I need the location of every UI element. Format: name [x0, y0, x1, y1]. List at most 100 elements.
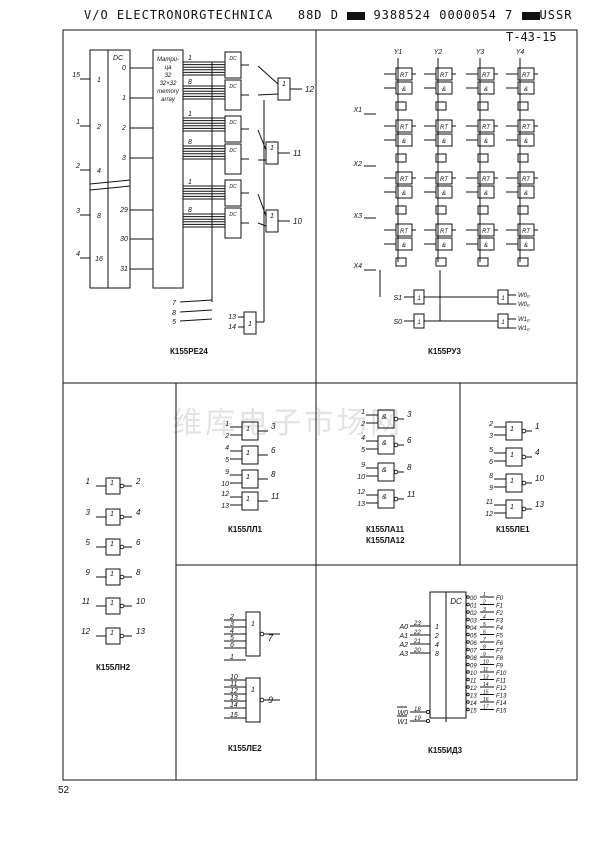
inversion-bubble [466, 685, 470, 689]
cell-latch-label: RT [440, 73, 449, 79]
cell-gate-label: & [484, 139, 488, 145]
caption-k155ru3: К155РУ3 [428, 347, 461, 356]
input-pin-number: 5 [225, 457, 229, 464]
inversion-bubble [466, 625, 470, 629]
output-function-label: F2 [496, 611, 504, 617]
address-weight-label: 4 [97, 168, 101, 175]
output-index-label: 08 [470, 656, 477, 662]
cell-latch-label: RT [440, 229, 449, 235]
output-function-label: F12 [496, 686, 507, 692]
address-pin-number: 3 [76, 208, 80, 215]
decoder-output-label: 31 [120, 266, 128, 273]
header-code: 88D D [297, 8, 339, 22]
cell-sense-block [435, 153, 447, 163]
cell-gate-label: & [402, 243, 406, 249]
output-pin-number: 2 [135, 477, 141, 486]
cell-sense-block [517, 153, 529, 163]
enable-wire [179, 309, 213, 313]
output-pin-number: 8 [407, 463, 412, 472]
column-select-label: Y4 [516, 49, 525, 56]
cell-sense-block [395, 101, 407, 111]
output-pin-number: 13 [535, 500, 544, 509]
decoder-output-label: 3 [122, 155, 126, 162]
caption-k155id3: К155ИД3 [428, 746, 463, 755]
page-number: 52 [58, 785, 70, 796]
matrix-label: 32×32 [160, 81, 178, 87]
inversion-bubble [119, 633, 125, 639]
inversion-bubble [119, 514, 125, 520]
address-pin-number: 2 [75, 163, 80, 170]
output-pin-number: 17 [483, 705, 489, 711]
input-pin-number: 10 [357, 474, 365, 481]
gate-type-label: 1 [270, 213, 274, 220]
output-decoder-label: DC [229, 120, 237, 126]
inversion-bubble [425, 709, 431, 715]
input-pin-number: 9 [489, 485, 493, 492]
output-pin-number: 10 [483, 660, 489, 666]
inversion-bubble [466, 677, 470, 682]
bus-label: 1 [188, 111, 192, 118]
gate-type-label: 1 [251, 621, 255, 628]
address-pin-number: 1 [76, 119, 80, 126]
input-pin-number: 3 [86, 508, 91, 517]
inversion-bubble [466, 640, 470, 644]
address-weight-label: 8 [435, 651, 439, 658]
row-select-label: X1 [352, 107, 362, 114]
gate-type-label: 1 [110, 511, 114, 518]
gate-type-label: 1 [510, 478, 514, 485]
output-function-label: F14 [496, 701, 507, 707]
output-decoder-label: DC [229, 56, 237, 62]
page-header: V/O ELECTRONORGTECHNICA 88D D 9388524 00… [84, 8, 572, 22]
output-pin-number: 16 [483, 697, 489, 703]
cell-sense-block [435, 205, 447, 215]
output-index-label: 04 [470, 626, 477, 632]
output-index-label: 14 [470, 701, 477, 707]
output-index-label: 12 [470, 686, 477, 692]
gate-type-label: 1 [510, 426, 514, 433]
input-pin-number: 12 [221, 491, 229, 498]
output-decoder-label: DC [229, 148, 237, 154]
enable-pin-number: 7 [172, 300, 177, 307]
inversion-bubble [119, 603, 125, 609]
input-pin-number: 5 [86, 538, 91, 547]
cell-gate-label: & [524, 139, 528, 145]
address-pin-number: 22 [413, 630, 421, 636]
gate-type-label: 1 [417, 320, 420, 326]
output-pin-number: 1 [483, 592, 486, 598]
or-gate [241, 469, 259, 489]
output-pin-number: 14 [483, 682, 489, 688]
memory-matrix-block [152, 49, 184, 289]
cell-sense-block [517, 257, 529, 267]
gate-type-label: 1 [110, 541, 114, 548]
output-pin-number: 11 [271, 492, 279, 501]
decoder-body [429, 591, 467, 719]
cell-latch-label: RT [482, 229, 491, 235]
gate-type-label: 1 [510, 452, 514, 459]
wire [257, 193, 267, 217]
gate-type-label: & [382, 440, 387, 447]
enable-input-name: W1 [398, 719, 409, 726]
nor-gate [505, 499, 523, 519]
cell-gate-label: & [484, 87, 488, 93]
column-select-label: Y1 [394, 49, 403, 56]
address-weight-label: 16 [95, 256, 103, 263]
row-select-label: X3 [352, 213, 362, 220]
caption-k155ll1: К155ЛЛ1 [228, 525, 262, 534]
cell-latch-label: RT [400, 125, 409, 131]
output-function-label: F4 [496, 626, 504, 632]
inversion-bubble [119, 574, 125, 580]
gate-type-label: & [382, 414, 387, 421]
output-pin-number: 4 [136, 508, 141, 517]
bus-label: 8 [188, 79, 192, 86]
gate-type-label: 1 [246, 474, 250, 481]
enable-input-name: W0 [398, 710, 409, 717]
address-pin-number: 4 [76, 251, 80, 258]
address-decoder-block [107, 49, 131, 289]
cell-sense-block [435, 257, 447, 267]
output-pin-label: W1₀ [518, 317, 530, 323]
output-function-label: F6 [496, 641, 504, 647]
cell-latch-label: RT [482, 73, 491, 79]
inversion-bubble [521, 428, 527, 434]
watermark-text: 维库电子市场网 [172, 406, 403, 441]
